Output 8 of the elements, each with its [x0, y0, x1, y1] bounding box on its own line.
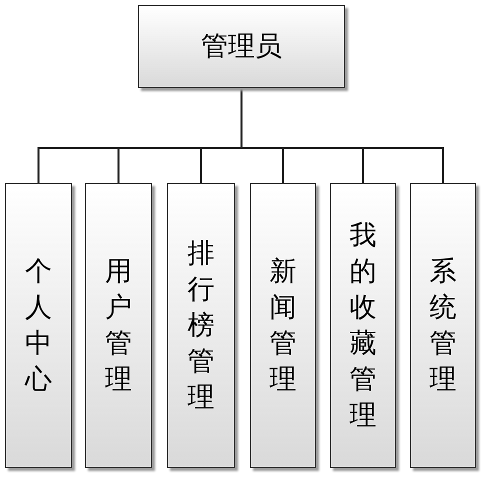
module-box: 排行榜管理	[167, 183, 235, 468]
module-box: 用户管理	[85, 183, 152, 468]
module-box: 新闻管理	[250, 183, 316, 468]
role-box: 管理员	[138, 5, 345, 88]
module-box: 我的收藏管理	[330, 183, 396, 468]
connector-line	[240, 88, 444, 183]
module-box: 系统管理	[410, 183, 476, 468]
module-box: 个人中心	[5, 183, 72, 468]
